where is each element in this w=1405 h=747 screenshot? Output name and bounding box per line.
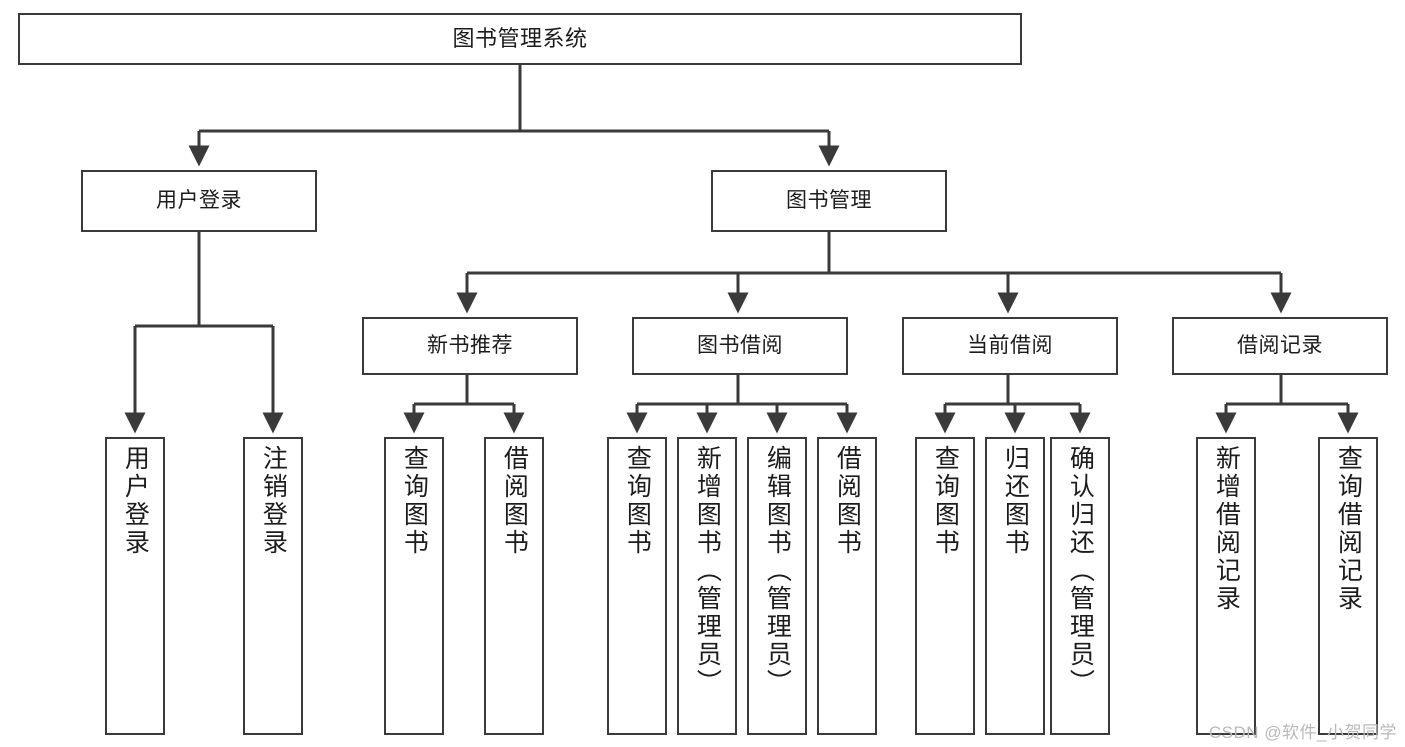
node-label: 当前借阅 [967,333,1053,357]
node-label: 借阅图书 [500,445,529,557]
node-label: 图书管理 [786,188,872,212]
node-label: 归还图书 [1001,445,1030,557]
leaf-node-user-logout[interactable]: 注销登录 [243,437,303,735]
node-label: 用户登录 [121,445,150,557]
node-book-manage[interactable]: 图书管理 [711,170,947,232]
node-label: 新增图书（管理员） [693,445,722,697]
node-label: 图书借阅 [697,333,783,357]
node-label: 确认归还（管理员） [1066,445,1095,697]
node-label: 查询图书 [400,445,429,557]
leaf-node-query-book-recommend[interactable]: 查询图书 [384,437,444,735]
node-label: 新增借阅记录 [1212,445,1241,613]
leaf-node-edit-book[interactable]: 编辑图书（管理员） [747,437,807,735]
leaf-node-query-book-current[interactable]: 查询图书 [915,437,975,735]
leaf-node-borrow-book[interactable]: 借阅图书 [817,437,877,735]
node-label: 注销登录 [259,445,288,557]
node-label: 图书管理系统 [452,26,588,52]
leaf-node-query-book-borrow[interactable]: 查询图书 [607,437,667,735]
node-borrow-record[interactable]: 借阅记录 [1172,317,1388,375]
node-label: 新书推荐 [427,333,513,357]
leaf-node-add-book[interactable]: 新增图书（管理员） [677,437,737,735]
node-current-borrow[interactable]: 当前借阅 [902,317,1118,375]
node-label: 查询图书 [623,445,652,557]
node-label: 编辑图书（管理员） [763,445,792,697]
csdn-watermark: CSDN @软件_小贺同学 [1208,723,1397,742]
leaf-node-user-login[interactable]: 用户登录 [105,437,165,735]
node-label: 借阅记录 [1237,333,1323,357]
leaf-node-return-book[interactable]: 归还图书 [985,437,1045,735]
node-label: 借阅图书 [833,445,862,557]
node-label: 查询图书 [931,445,960,557]
node-book-borrow[interactable]: 图书借阅 [632,317,848,375]
leaf-node-add-borrow-record[interactable]: 新增借阅记录 [1196,437,1256,735]
leaf-node-confirm-return[interactable]: 确认归还（管理员） [1050,437,1110,735]
node-label: 用户登录 [156,188,242,212]
leaf-node-borrow-book-recommend[interactable]: 借阅图书 [484,437,544,735]
node-new-book-recommend[interactable]: 新书推荐 [362,317,578,375]
node-root-system[interactable]: 图书管理系统 [18,13,1022,65]
node-user-login[interactable]: 用户登录 [81,170,317,232]
leaf-node-query-borrow-record[interactable]: 查询借阅记录 [1318,437,1378,735]
node-label: 查询借阅记录 [1334,445,1363,613]
